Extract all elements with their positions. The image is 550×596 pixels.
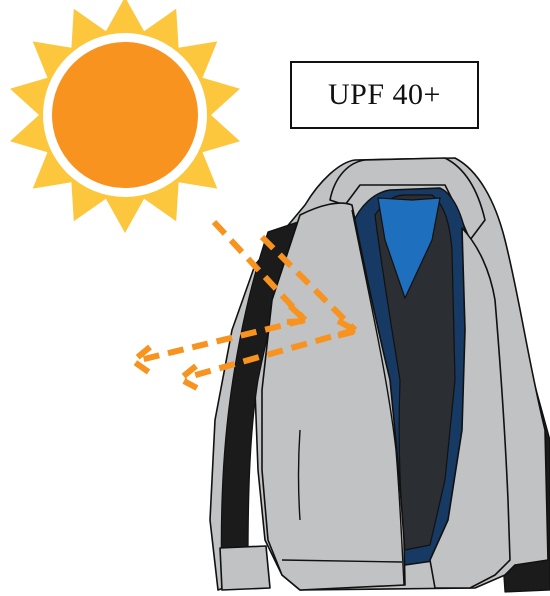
sleeve-cuff bbox=[220, 546, 270, 590]
sun-icon bbox=[10, 0, 240, 233]
jacket-icon bbox=[210, 158, 550, 592]
upf-rating-label: UPF 40+ bbox=[290, 61, 479, 129]
reflected-uv-arrow bbox=[180, 366, 197, 388]
sun-core bbox=[52, 42, 198, 188]
